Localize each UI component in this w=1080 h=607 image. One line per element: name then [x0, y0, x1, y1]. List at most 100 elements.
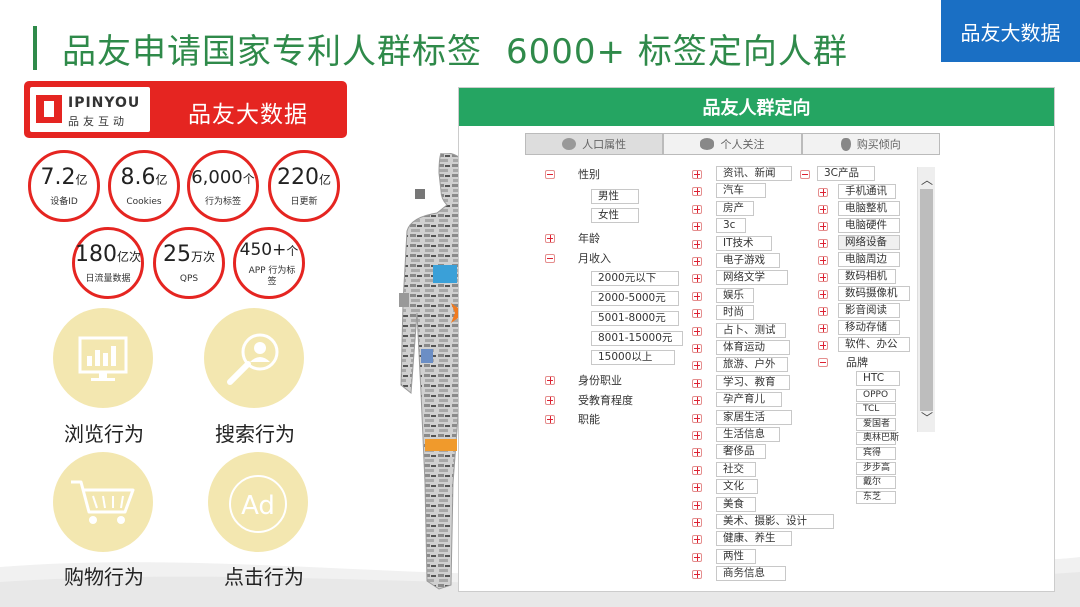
expand-category-icon[interactable]	[818, 341, 828, 350]
chip-category[interactable]: 电脑整机	[838, 201, 900, 216]
expand-interest-icon[interactable]	[692, 413, 702, 423]
expand-age-icon[interactable]	[545, 234, 555, 243]
collapse-brand-icon[interactable]	[818, 358, 828, 367]
expand-category-icon[interactable]	[818, 324, 828, 333]
chip-brand[interactable]: TCL	[856, 403, 896, 417]
chip-interest[interactable]: 美术、摄影、设计	[716, 514, 834, 529]
chip-interest[interactable]: 孕产育儿	[716, 392, 782, 408]
chip-female[interactable]: 女性	[591, 208, 639, 223]
chip-interest[interactable]: 健康、养生	[716, 531, 792, 547]
chip-interest[interactable]: 体育运动	[716, 340, 790, 355]
chip-brand[interactable]: 步步高	[856, 461, 896, 475]
expand-interest-icon[interactable]	[692, 570, 702, 580]
expand-interest-icon[interactable]	[692, 396, 702, 406]
expand-interest-icon[interactable]	[692, 326, 702, 336]
chip-interest[interactable]: 旅游、户外	[716, 357, 788, 373]
expand-category-icon[interactable]	[818, 239, 828, 248]
chip-interest[interactable]: 美食	[716, 496, 756, 512]
chip-interest[interactable]: 两性	[716, 548, 756, 564]
chip-interest[interactable]: 社交	[716, 461, 756, 477]
expand-interest-icon[interactable]	[692, 500, 702, 510]
expand-interest-icon[interactable]	[692, 344, 702, 353]
chip-interest[interactable]: 娱乐	[716, 287, 754, 303]
expand-interest-icon[interactable]	[692, 257, 702, 266]
chip-category[interactable]: 网络设备	[838, 235, 900, 250]
expand-interest-icon[interactable]	[692, 291, 702, 301]
chip-interest[interactable]: 电子游戏	[716, 253, 780, 268]
collapse-3c-icon[interactable]	[800, 170, 810, 179]
chip-category[interactable]: 软件、办公	[838, 337, 910, 352]
panel-scrollbar[interactable]: ︿ ﹀	[917, 167, 935, 432]
expand-education-icon[interactable]	[545, 396, 555, 405]
chip-interest[interactable]: 网络文学	[716, 270, 788, 286]
expand-category-icon[interactable]	[818, 307, 828, 316]
chip-brand[interactable]: 奥林巴斯	[856, 432, 899, 446]
chip-income-3[interactable]: 5001-8000元	[591, 311, 679, 326]
chip-category[interactable]: 手机通讯	[838, 184, 896, 199]
chip-income-1[interactable]: 2000元以下	[591, 271, 679, 286]
chip-interest[interactable]: 学习、教育	[716, 374, 790, 390]
chevron-down-icon[interactable]: ﹀	[921, 411, 934, 425]
chip-interest[interactable]: 生活信息	[716, 427, 780, 442]
expand-interest-icon[interactable]	[692, 361, 702, 371]
chip-brand[interactable]: 宾得	[856, 447, 896, 460]
chip-income-2[interactable]: 2000-5000元	[591, 291, 679, 306]
tab-interests[interactable]: 个人关注	[663, 133, 802, 155]
tree-item-income[interactable]: 月收入	[578, 252, 611, 265]
tree-item-job[interactable]: 职能	[578, 413, 600, 426]
collapse-gender-icon[interactable]	[545, 170, 555, 179]
scrollbar-thumb[interactable]	[920, 189, 933, 411]
expand-category-icon[interactable]	[818, 222, 828, 231]
expand-interest-icon[interactable]	[692, 465, 702, 475]
chip-interest[interactable]: 资讯、新闻	[716, 166, 792, 181]
chip-interest[interactable]: 奢侈品	[716, 444, 766, 460]
chip-brand[interactable]: 爱国者	[856, 417, 896, 431]
expand-interest-icon[interactable]	[692, 518, 702, 527]
tab-demographics[interactable]: 人口属性	[525, 133, 664, 155]
chip-interest[interactable]: IT技术	[716, 235, 772, 251]
expand-category-icon[interactable]	[818, 273, 828, 282]
expand-interest-icon[interactable]	[692, 239, 702, 249]
tree-item-occupation[interactable]: 身份职业	[578, 374, 622, 387]
chip-category[interactable]: 影音阅读	[838, 303, 900, 318]
expand-interest-icon[interactable]	[692, 448, 702, 458]
expand-interest-icon[interactable]	[692, 483, 702, 493]
expand-job-icon[interactable]	[545, 415, 555, 424]
chip-interest[interactable]: 家居生活	[716, 409, 792, 425]
chip-interest[interactable]: 商务信息	[716, 566, 786, 582]
chip-income-5[interactable]: 15000以上	[591, 350, 675, 365]
chip-category[interactable]: 数码摄像机	[838, 286, 910, 301]
expand-occupation-icon[interactable]	[545, 376, 555, 385]
tab-purchase-intent[interactable]: 购买倾向	[801, 133, 940, 155]
chip-interest[interactable]: 汽车	[716, 183, 766, 199]
tree-item-education[interactable]: 受教育程度	[578, 394, 633, 407]
expand-interest-icon[interactable]	[692, 431, 702, 440]
expand-interest-icon[interactable]	[692, 222, 702, 232]
expand-category-icon[interactable]	[818, 290, 828, 299]
expand-category-icon[interactable]	[818, 256, 828, 265]
chevron-up-icon[interactable]: ︿	[921, 173, 934, 187]
expand-interest-icon[interactable]	[692, 274, 702, 284]
expand-interest-icon[interactable]	[692, 187, 702, 197]
expand-category-icon[interactable]	[818, 188, 828, 197]
chip-brand[interactable]: OPPO	[856, 388, 896, 402]
expand-interest-icon[interactable]	[692, 378, 702, 388]
chip-interest[interactable]: 时尚	[716, 305, 754, 321]
tree-item-gender[interactable]: 性别	[578, 168, 600, 181]
chip-interest[interactable]: 3c	[716, 218, 746, 234]
chip-male[interactable]: 男性	[591, 189, 639, 204]
chip-brand[interactable]: 戴尔	[856, 476, 896, 490]
expand-interest-icon[interactable]	[692, 170, 702, 179]
chip-income-4[interactable]: 8001-15000元	[591, 331, 683, 346]
chip-interest[interactable]: 占卜、测试	[716, 322, 786, 338]
chip-brand[interactable]: 东芝	[856, 490, 896, 504]
expand-category-icon[interactable]	[818, 205, 828, 214]
chip-category[interactable]: 移动存储	[838, 320, 900, 335]
expand-interest-icon[interactable]	[692, 309, 702, 319]
chip-interest[interactable]: 文化	[716, 479, 758, 495]
collapse-income-icon[interactable]	[545, 254, 555, 263]
expand-interest-icon[interactable]	[692, 535, 702, 545]
chip-category[interactable]: 电脑周边	[838, 252, 900, 267]
chip-interest[interactable]: 房产	[716, 200, 754, 216]
chip-category[interactable]: 数码相机	[838, 269, 896, 284]
